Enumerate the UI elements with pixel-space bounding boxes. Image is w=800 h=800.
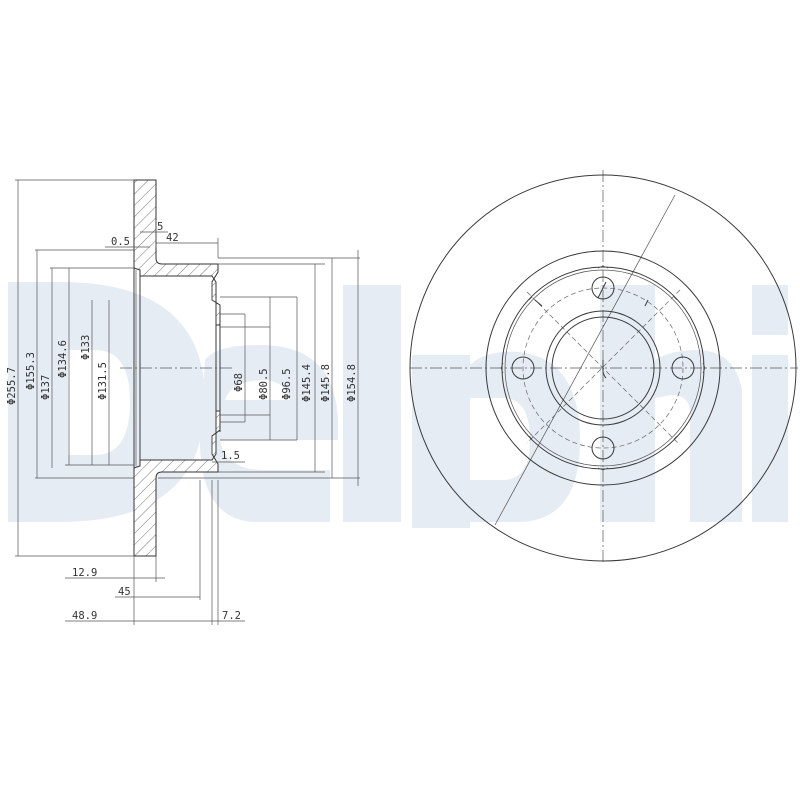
dim-80-5: Φ80.5 <box>258 368 270 400</box>
dim-42: 42 <box>166 232 179 244</box>
center-bore <box>545 310 661 426</box>
dim-133: Φ133 <box>80 335 92 360</box>
bolt-hole-right <box>671 356 695 380</box>
bolt-hole-left <box>511 356 535 380</box>
side-view-cross-section <box>15 179 360 625</box>
bolt-hole-top <box>591 276 615 300</box>
dim-5: 5 <box>157 221 163 233</box>
dim-0-5: 0.5 <box>111 236 130 248</box>
side-view-dimension-labels: Φ255.7 Φ155.3 Φ137 Φ134.6 Φ133 Φ131.5 Φ6… <box>6 221 358 622</box>
dim-145-8: Φ145.8 <box>320 364 332 402</box>
dim-154-8: Φ154.8 <box>346 364 358 402</box>
dim-1-5: 1.5 <box>221 450 240 462</box>
dim-145-4: Φ145.4 <box>301 364 313 402</box>
bolt-hole-bottom <box>591 436 615 460</box>
dim-68: Φ68 <box>233 373 245 392</box>
dim-137: Φ137 <box>40 375 52 400</box>
dim-131-5: Φ131.5 <box>97 362 109 400</box>
dim-45: 45 <box>118 586 131 598</box>
dim-155-3: Φ155.3 <box>25 352 37 390</box>
dim-7-2: 7.2 <box>222 610 241 622</box>
dim-12-9: 12.9 <box>72 567 97 579</box>
delphi-watermark <box>8 282 788 528</box>
dim-134-6: Φ134.6 <box>57 340 69 378</box>
outer-disc-circle <box>409 174 797 562</box>
dim-96-5: Φ96.5 <box>281 368 293 400</box>
front-view-disc <box>409 170 798 565</box>
dim-255-7: Φ255.7 <box>6 367 18 405</box>
dim-48-9: 48.9 <box>72 610 97 622</box>
